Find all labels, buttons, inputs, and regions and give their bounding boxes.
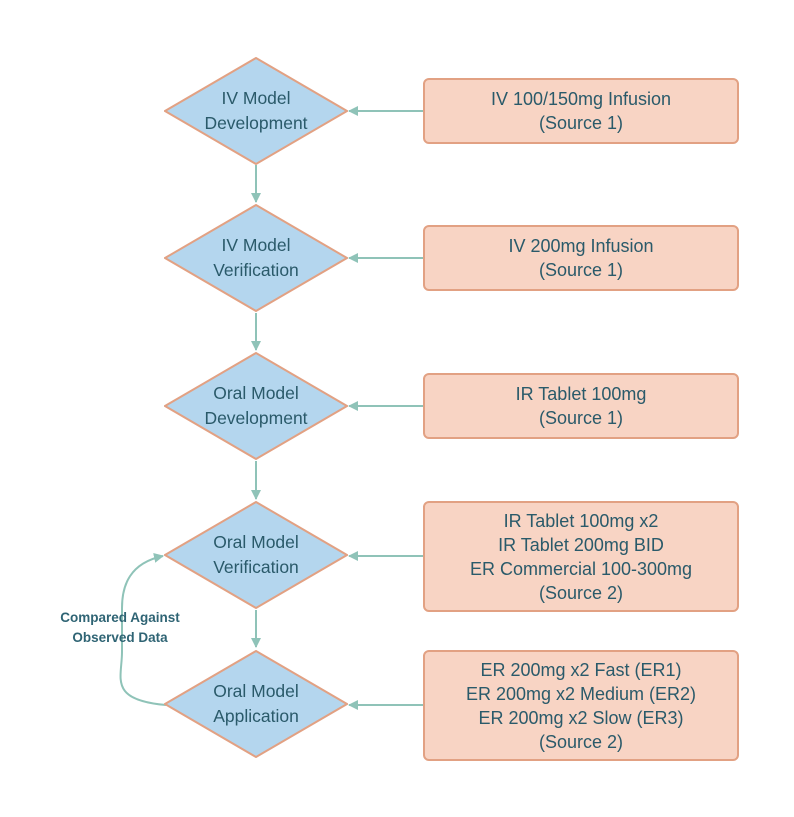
source-line: IV 200mg Infusion [508, 236, 654, 256]
step-iv-model-verification: IV Model Verification [164, 204, 348, 312]
step-label-line1: Oral Model [213, 681, 299, 701]
source-line: (Source 2) [538, 731, 624, 752]
step-label: Oral Model Development [191, 381, 321, 431]
source-line: (Source 2) [538, 582, 624, 603]
diamond-shape [164, 650, 348, 758]
source-line: IR Tablet 200mg BID [498, 534, 664, 555]
source-box-iv-200: IV 200mg Infusion (Source 1) [423, 225, 739, 291]
diamond-shape [164, 57, 348, 165]
step-label: IV Model Verification [191, 233, 321, 283]
step-oral-model-verification: Oral Model Verification [164, 501, 348, 609]
step-label: Oral Model Application [191, 679, 321, 729]
source-line: ER 200mg x2 Medium (ER2) [465, 683, 697, 704]
step-label-line2: Development [204, 408, 308, 428]
step-label-line1: Oral Model [213, 532, 299, 552]
feedback-loop-label-line1: Compared Against [60, 610, 180, 625]
step-label-line2: Application [213, 706, 299, 726]
step-label-line1: Oral Model [213, 383, 299, 403]
step-label: Oral Model Verification [191, 530, 321, 580]
source-line: (Source 1) [538, 260, 624, 280]
diamond-shape [164, 501, 348, 609]
step-label-line1: IV Model [221, 88, 291, 108]
source-line: ER 200mg x2 Fast (ER1) [480, 659, 682, 680]
source-box-er-formulations: ER 200mg x2 Fast (ER1) ER 200mg x2 Mediu… [423, 650, 739, 761]
source-line: IV 100/150mg Infusion [490, 89, 672, 109]
source-line: IR Tablet 100mg x2 [503, 510, 659, 531]
feedback-loop-arrow [119, 552, 167, 706]
source-box-verification-data: IR Tablet 100mg x2 IR Tablet 200mg BID E… [423, 501, 739, 612]
source-line: IR Tablet 100mg [515, 384, 647, 404]
source-line: (Source 1) [538, 408, 624, 428]
step-label-line2: Verification [213, 260, 299, 280]
step-label: IV Model Development [191, 86, 321, 136]
source-line: (Source 1) [538, 113, 624, 133]
source-line: ER 200mg x2 Slow (ER3) [478, 707, 684, 728]
step-oral-model-application: Oral Model Application [164, 650, 348, 758]
source-box-ir-tablet: IR Tablet 100mg (Source 1) [423, 373, 739, 439]
source-line: ER Commercial 100-300mg [469, 558, 693, 579]
feedback-loop-label: Compared Against Observed Data [30, 608, 210, 648]
diamond-shape [164, 204, 348, 312]
source-box-iv-100-150: IV 100/150mg Infusion (Source 1) [423, 78, 739, 144]
step-label-line2: Verification [213, 557, 299, 577]
step-label-line2: Development [204, 113, 308, 133]
step-oral-model-development: Oral Model Development [164, 352, 348, 460]
feedback-loop-label-line2: Observed Data [72, 630, 168, 645]
diamond-shape [164, 352, 348, 460]
step-iv-model-development: IV Model Development [164, 57, 348, 165]
step-label-line1: IV Model [221, 235, 291, 255]
